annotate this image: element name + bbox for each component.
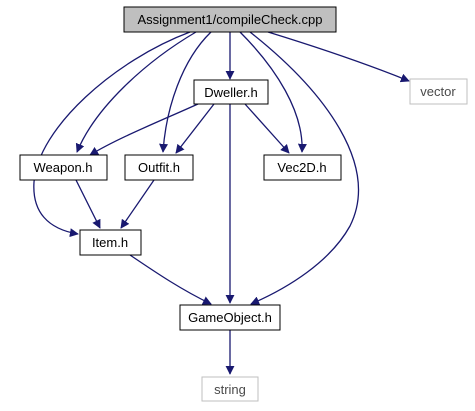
nodes: Assignment1/compileCheck.cpp Dweller.h v…	[19, 6, 468, 402]
node-vec2d[interactable]: Vec2D.h	[263, 154, 342, 181]
node-item-label: Item.h	[92, 235, 128, 250]
node-dweller[interactable]: Dweller.h	[193, 79, 269, 105]
node-string-label: string	[214, 382, 246, 397]
node-vector-label: vector	[420, 84, 456, 99]
edge-dweller-to-weapon	[89, 103, 199, 156]
edge-root-to-gameobject	[249, 31, 360, 305]
edge-outfit-to-item	[120, 179, 155, 229]
node-vector[interactable]: vector	[409, 78, 468, 105]
node-dweller-label: Dweller.h	[204, 85, 257, 100]
node-weapon-label: Weapon.h	[33, 160, 92, 175]
node-weapon[interactable]: Weapon.h	[19, 154, 108, 181]
node-gameobject[interactable]: GameObject.h	[179, 304, 281, 331]
node-item[interactable]: Item.h	[79, 229, 142, 256]
edge-root-to-vector	[267, 31, 410, 83]
edge-dweller-to-outfit	[175, 103, 215, 154]
node-gameobject-label: GameObject.h	[188, 310, 272, 325]
edge-root-to-vec2d	[239, 31, 307, 153]
node-root[interactable]: Assignment1/compileCheck.cpp	[123, 6, 337, 33]
edge-dweller-to-vec2d	[244, 103, 290, 154]
node-vec2d-label: Vec2D.h	[277, 160, 326, 175]
node-root-label: Assignment1/compileCheck.cpp	[138, 12, 323, 27]
node-string[interactable]: string	[201, 376, 259, 402]
node-outfit-label: Outfit.h	[138, 160, 180, 175]
node-outfit[interactable]: Outfit.h	[124, 154, 194, 181]
edge-root-to-item	[33, 31, 191, 238]
edge-weapon-to-item	[75, 179, 101, 229]
edge-root-to-outfit	[159, 31, 212, 153]
edge-root-to-weapon	[75, 31, 197, 153]
edge-item-to-gameobject	[129, 254, 212, 305]
